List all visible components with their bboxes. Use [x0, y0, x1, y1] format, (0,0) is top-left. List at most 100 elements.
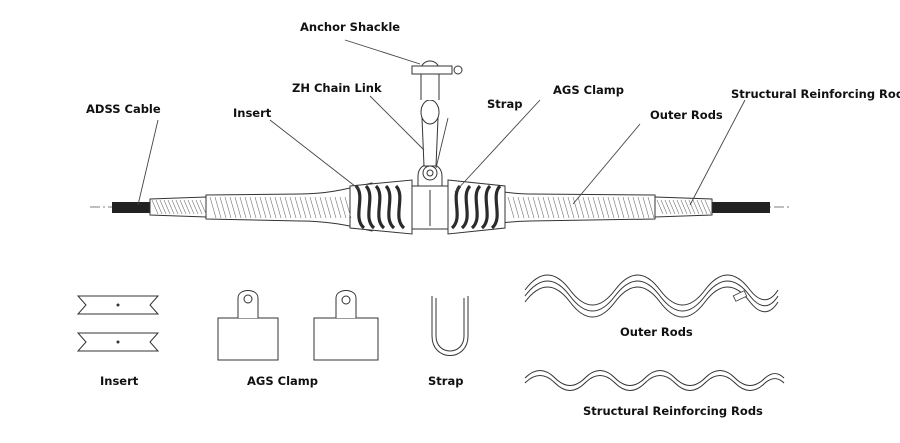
zh-chain-link-eye	[420, 99, 440, 125]
outer-rod-strand	[597, 196, 605, 219]
outer-rod-strand	[642, 196, 650, 219]
outer-rods-left	[205, 182, 373, 232]
outer-rod-strand	[562, 196, 570, 219]
ags-clamp-piece-left-ear	[237, 290, 259, 318]
outer-rod-strand	[552, 196, 560, 219]
outer-rod-strand	[314, 196, 322, 219]
caption-ags-clamp: AGS Clamp	[247, 374, 318, 388]
insert-twist-band	[384, 184, 396, 230]
ags-clamp-piece-right-hole	[341, 295, 351, 305]
strap-piece-inner	[435, 298, 465, 352]
insert-sketch	[76, 295, 160, 352]
leader-zh-chain-link	[369, 95, 425, 151]
reinforcing-rods-right	[654, 196, 713, 218]
outer-rod-strand	[259, 196, 267, 219]
caption-outer-rods: Outer Rods	[620, 325, 693, 339]
strap-piece	[431, 296, 469, 356]
strap-sketch	[431, 296, 469, 356]
callout-labels: Anchor Shackle ZH Chain Link Strap AGS C…	[86, 20, 900, 122]
ags-clamp-piece-left-hole	[243, 294, 253, 304]
outer-rod-strand	[617, 196, 625, 219]
outer-rod-strand	[254, 196, 262, 219]
outer-rod-strand	[587, 196, 595, 219]
ags-clamp-piece-right	[313, 317, 379, 361]
outer-rod-strand	[512, 196, 520, 219]
outer-rods-tag	[732, 290, 748, 302]
leader-strap	[435, 117, 449, 169]
srr-wave-2	[524, 375, 785, 391]
outer-rod-strand	[647, 196, 655, 219]
outer-rods-wave-3	[524, 286, 779, 318]
outer-rod-strand	[249, 196, 257, 219]
reinforcing-rod-strand	[672, 199, 680, 215]
outer-rod-strand	[329, 196, 337, 219]
label-ags-clamp: AGS Clamp	[553, 83, 624, 97]
ags-clamp-piece-left	[217, 317, 279, 361]
outer-rod-strand	[339, 196, 347, 219]
anchor-shackle-pin	[411, 65, 453, 75]
caption-structural-reinforcing-rods: Structural Reinforcing Rods	[583, 404, 763, 418]
reinforcing-rod-strand	[175, 199, 183, 215]
outer-rod-strand	[224, 196, 232, 219]
leader-ags-clamp	[454, 99, 541, 193]
outer-rod-strand	[632, 196, 640, 219]
outer-rod-strand	[284, 196, 292, 219]
reinforcing-rod-strand	[692, 199, 700, 215]
insert-twist-band	[374, 184, 386, 230]
leader-lines	[137, 39, 746, 206]
outer-rod-strand	[567, 196, 575, 219]
insert-twist-band	[364, 184, 376, 230]
reinforcing-rod-strand	[680, 199, 688, 215]
label-zh-chain-link: ZH Chain Link	[292, 81, 382, 95]
adss-cable-right	[712, 202, 770, 213]
leader-anchor-shackle	[344, 39, 421, 65]
reinforcing-rod-strand	[676, 199, 684, 215]
insert-piece-top-hole	[116, 303, 120, 307]
insert-twist-band	[490, 184, 502, 230]
leader-adss-cable	[137, 119, 159, 206]
outer-rod-strand	[219, 196, 227, 219]
outer-rod-strand	[344, 196, 352, 219]
reinforcing-rod-strand	[179, 199, 187, 215]
outer-rod-strand	[547, 196, 555, 219]
outer-rod-strand	[274, 196, 282, 219]
outer-rod-strand	[214, 196, 222, 219]
outer-rod-strand	[602, 196, 610, 219]
reinforcing-rod-strand	[668, 199, 676, 215]
outer-rod-strand	[319, 196, 327, 219]
reinforcing-rod-strand	[151, 199, 159, 215]
leader-insert	[269, 119, 361, 191]
reinforcing-rod-strand	[688, 199, 696, 215]
reinforcing-rod-strand	[656, 199, 664, 215]
label-strap: Strap	[487, 97, 522, 111]
anchor-shackle-nut	[453, 65, 463, 75]
insert-piece-bottom-hole	[116, 340, 120, 344]
main-assembly	[90, 60, 790, 235]
reinforcing-rod-strand	[696, 199, 704, 215]
outer-rod-strand	[324, 196, 332, 219]
outer-rod-strand	[334, 196, 342, 219]
outer-rod-strand	[289, 196, 297, 219]
reinforcing-rod-strand	[195, 199, 203, 215]
insert-twist-band	[394, 184, 406, 230]
reinforcing-rod-strand	[171, 199, 179, 215]
reinforcing-rod-strand	[183, 199, 191, 215]
leader-srr	[689, 99, 746, 206]
reinforcing-rod-strand	[199, 199, 207, 215]
insert-twist-band	[460, 184, 472, 230]
outer-rod-strand	[269, 196, 277, 219]
outer-rod-strand	[522, 196, 530, 219]
caption-strap: Strap	[428, 374, 463, 388]
outer-rod-strand	[612, 196, 620, 219]
outer-rod-strand	[542, 196, 550, 219]
reinforcing-rod-strand	[191, 199, 199, 215]
reinforcing-rod-strand	[704, 199, 712, 215]
reinforcing-rod-strand	[664, 199, 672, 215]
insert-twist-band	[470, 184, 482, 230]
reinforcing-rod-strand	[187, 199, 195, 215]
ags-clamp-sketch	[217, 290, 379, 361]
outer-rod-strand	[299, 196, 307, 219]
reinforcing-rod-strand	[163, 199, 171, 215]
outer-rods-wave-2	[524, 280, 779, 312]
